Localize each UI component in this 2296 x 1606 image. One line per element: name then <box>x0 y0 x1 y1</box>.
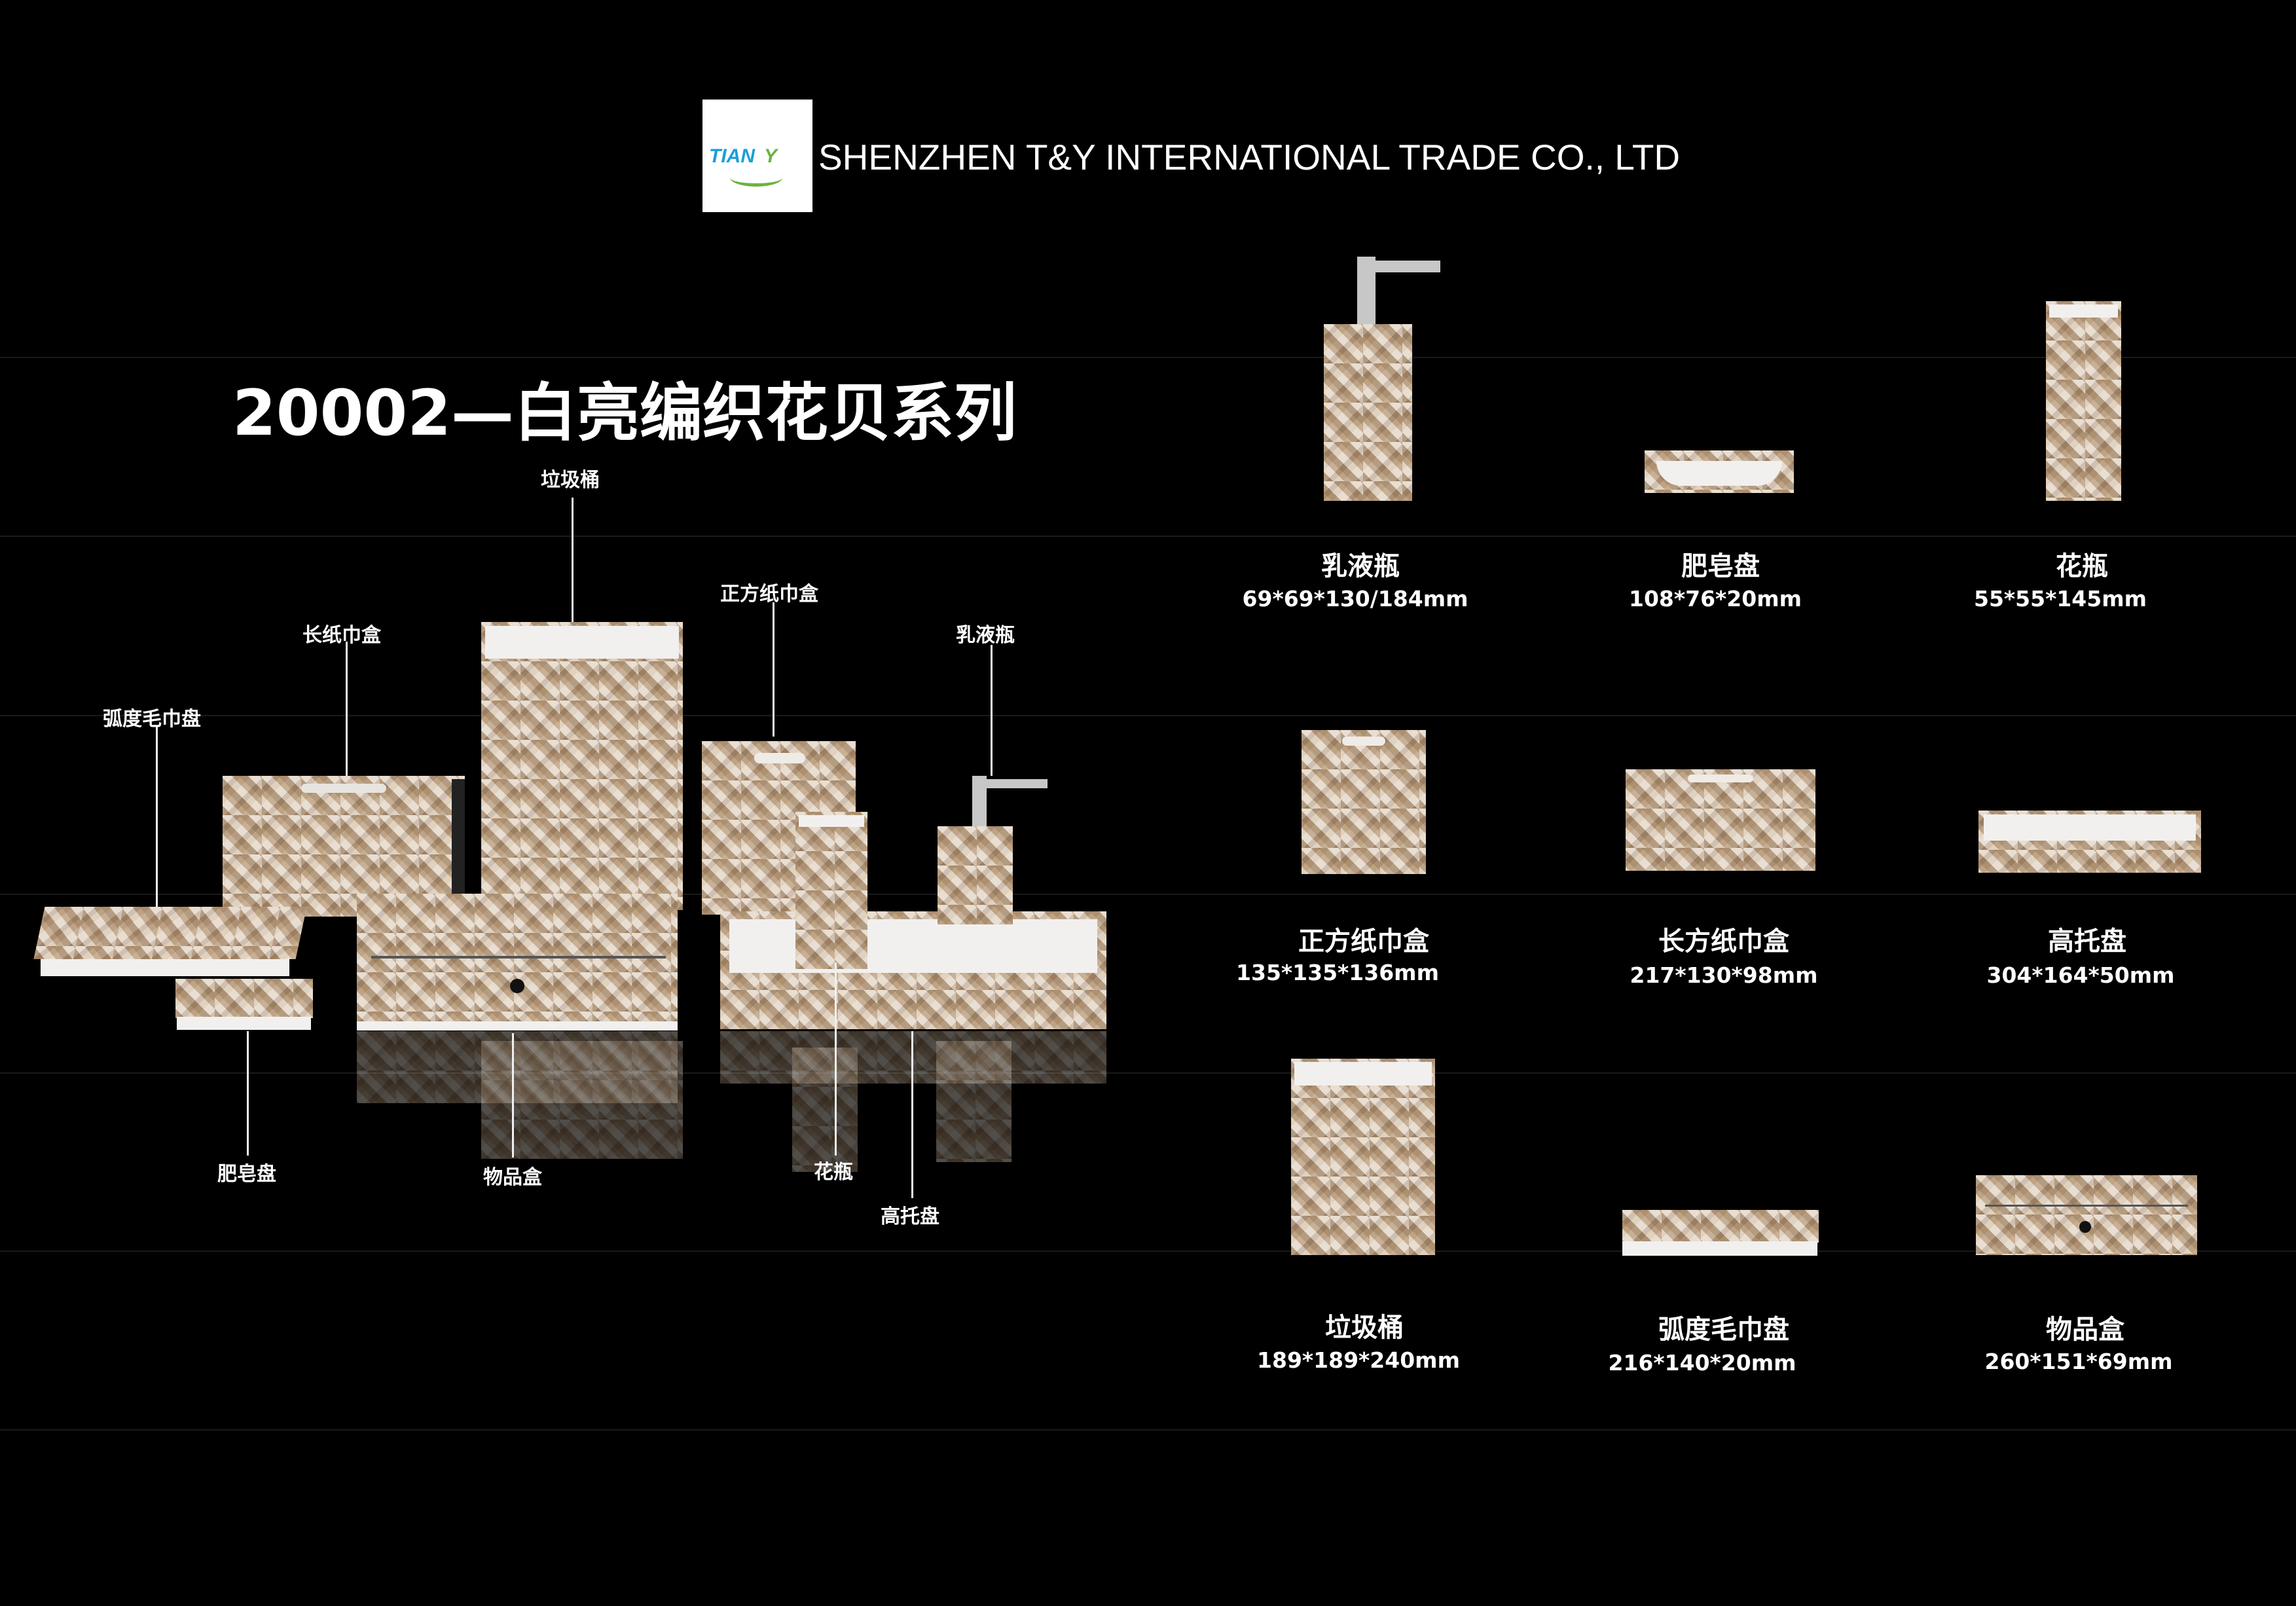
guide-line <box>0 536 2296 537</box>
lotion-bottle-nozzle <box>1368 261 1440 272</box>
lotion-bottle-image <box>938 826 1013 924</box>
callout-line <box>773 602 774 737</box>
product-vase-image <box>2046 301 2121 501</box>
product-dimensions: 108*76*20mm <box>1628 586 1802 611</box>
callout-storage-box: 物品盒 <box>483 1166 542 1189</box>
product-dimensions: 216*140*20mm <box>1608 1350 1796 1376</box>
storage-box-image <box>357 894 678 1025</box>
product-storage-box-image <box>1976 1175 2197 1255</box>
callout-line <box>512 1033 514 1158</box>
callout-line <box>572 498 574 622</box>
long-tissue-box-image <box>223 776 465 917</box>
callout-line <box>991 645 993 776</box>
product-dimensions: 217*130*98mm <box>1630 962 1818 988</box>
product-long-tissue-box-image <box>1626 769 1815 871</box>
storage-box-reflection <box>357 1031 678 1103</box>
product-soap-dish-image <box>1645 450 1794 493</box>
callout-trash-bin: 垃圾桶 <box>541 469 600 492</box>
storage-box-base <box>357 1021 678 1031</box>
product-dimensions: 304*164*50mm <box>1986 962 2175 988</box>
series-title: 20002—白亮编织花贝系列 <box>232 376 1017 450</box>
lotion-bottle-pump <box>972 776 987 828</box>
product-curved-towel-tray-base <box>1622 1241 1817 1256</box>
guide-line <box>0 894 2296 895</box>
product-square-tissue-box-image <box>1302 730 1426 874</box>
product-name: 长方纸巾盒 <box>1658 926 1789 957</box>
product-dimensions: 189*189*240mm <box>1257 1347 1460 1373</box>
logo-swoosh-icon <box>730 169 782 187</box>
callout-line <box>835 962 837 1156</box>
vase-reflection <box>792 1048 858 1172</box>
guide-line <box>0 357 2296 358</box>
callout-tall-tray: 高托盘 <box>881 1205 939 1228</box>
callout-line <box>156 727 158 907</box>
trash-bin-image <box>481 622 683 910</box>
product-name: 高托盘 <box>2048 926 2126 957</box>
product-name: 肥皂盘 <box>1681 551 1760 581</box>
callout-curved-towel-tray: 弧度毛巾盘 <box>103 708 201 731</box>
bottle-reflection <box>936 1041 1011 1162</box>
product-name: 正方纸巾盒 <box>1298 926 1429 957</box>
guide-line <box>0 1072 2296 1074</box>
callout-long-tissue-box: 长纸巾盒 <box>302 624 381 647</box>
callout-line <box>911 1031 913 1198</box>
callout-lotion-bottle: 乳液瓶 <box>956 624 1015 647</box>
product-lotion-bottle-image <box>1324 324 1412 501</box>
guide-line <box>0 1250 2296 1252</box>
product-dimensions: 135*135*136mm <box>1236 960 1439 985</box>
product-name: 乳液瓶 <box>1321 551 1400 581</box>
product-dimensions: 260*151*69mm <box>1984 1349 2173 1374</box>
callout-line <box>247 1031 249 1156</box>
curved-towel-tray-image <box>33 907 307 959</box>
product-tall-tray-image <box>1978 811 2201 873</box>
tall-tray-image <box>720 911 1106 1029</box>
product-name: 花瓶 <box>2056 551 2108 581</box>
tray-reflection <box>720 1031 1106 1084</box>
soap-dish-base <box>177 1017 311 1030</box>
company-name: SHENZHEN T&Y INTERNATIONAL TRADE CO., LT… <box>818 137 1681 177</box>
lotion-bottle-nozzle <box>982 779 1048 788</box>
product-name: 弧度毛巾盘 <box>1658 1315 1789 1345</box>
callout-square-tissue-box: 正方纸巾盒 <box>720 583 818 606</box>
callout-soap-dish: 肥皂盘 <box>217 1163 276 1186</box>
curved-towel-tray-base <box>41 959 289 976</box>
product-curved-towel-tray-image <box>1622 1210 1819 1243</box>
product-trash-bin-image <box>1291 1059 1435 1255</box>
soap-dish-image <box>175 979 313 1018</box>
product-name: 垃圾桶 <box>1325 1313 1404 1343</box>
callout-line <box>346 642 348 776</box>
product-name: 物品盒 <box>2046 1315 2124 1345</box>
vase-image <box>795 812 867 969</box>
guide-line <box>0 715 2296 716</box>
product-dimensions: 69*69*130/184mm <box>1242 586 1468 611</box>
trash-bin-reflection <box>481 1041 683 1159</box>
guide-line <box>0 1429 2296 1431</box>
callout-vase: 花瓶 <box>814 1161 853 1184</box>
product-dimensions: 55*55*145mm <box>1973 586 2147 611</box>
